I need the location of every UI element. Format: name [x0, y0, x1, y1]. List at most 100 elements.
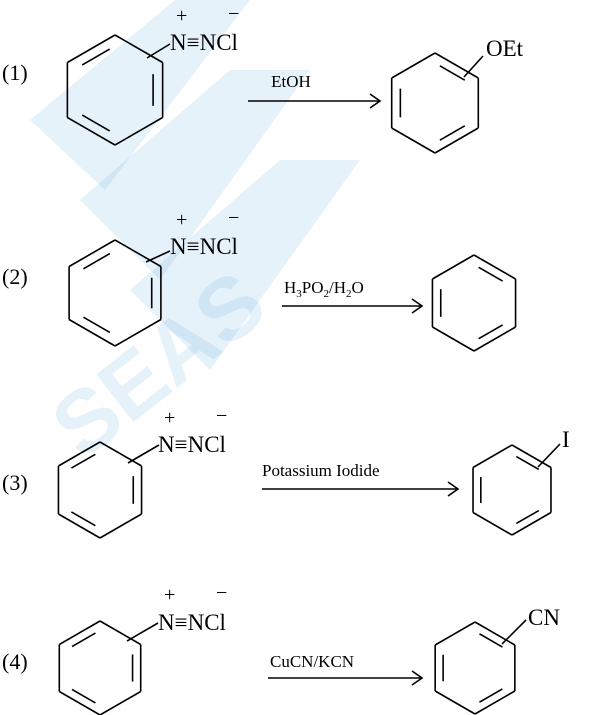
arrow-head [447, 481, 460, 497]
ring-bond [474, 621, 516, 646]
ring-bond [434, 127, 479, 154]
reagent-label: CuCN/KCN [270, 652, 354, 671]
product-substituent: I [562, 427, 570, 452]
ring-bond [434, 621, 476, 646]
plus-charge: + [176, 209, 187, 231]
ring-double-bond [71, 453, 96, 469]
product-benzene-ring [472, 444, 552, 536]
ring-bond [473, 254, 516, 280]
ring-bond [114, 34, 164, 64]
ring-bond [68, 318, 116, 347]
reaction-label: (4) [2, 649, 28, 674]
reaction-1: (1) + − N≡NCl EtOH OEt [2, 3, 524, 154]
ring-double-bond [81, 48, 111, 66]
ring-bond [114, 239, 162, 268]
ring-double-bond [439, 65, 466, 81]
ring-bond [434, 690, 476, 715]
reaction-arrow [268, 670, 424, 686]
ring-bond [99, 513, 142, 539]
ring-double-bond [71, 632, 96, 648]
reactant-benzene-ring [57, 441, 143, 539]
ring-bond [99, 690, 142, 715]
reaction-arrow [262, 481, 460, 497]
reaction-label: (1) [2, 60, 28, 85]
ring-bond [391, 127, 436, 154]
ring-bond [99, 441, 142, 467]
diazonium-group: N≡NCl [170, 234, 238, 259]
reaction-4: (4) + − N≡NCl CuCN/KCN CN [2, 582, 560, 715]
ring-double-bond [515, 455, 540, 471]
ring-bond [391, 52, 436, 79]
reagent-label: H3PO2/H2O [284, 278, 364, 300]
ring-bond [432, 254, 475, 280]
ring-bond [66, 34, 116, 64]
product-benzene-ring [434, 621, 516, 715]
ring-double-bond [83, 252, 111, 270]
ring-bond [58, 690, 101, 715]
diazonium-group: N≡NCl [170, 30, 238, 55]
ring-bond [511, 444, 552, 469]
ring-bond [114, 116, 164, 146]
ring-double-bond [479, 688, 503, 703]
product-substituent: OEt [486, 36, 524, 61]
reaction-label: (2) [2, 264, 28, 289]
reaction-label: (3) [2, 470, 28, 495]
ring-double-bond [478, 324, 503, 340]
minus-charge: − [228, 207, 239, 229]
plus-charge: + [176, 5, 187, 27]
ring-double-bond [478, 266, 503, 282]
ring-double-bond [83, 316, 111, 334]
ring-bond [99, 620, 142, 646]
reactant-benzene-ring [68, 239, 162, 347]
arrow-head [369, 93, 382, 109]
diazonium-group: N≡NCl [158, 610, 226, 635]
arrow-head [411, 298, 424, 314]
c-o-bond [463, 55, 484, 78]
ring-bond [473, 326, 516, 352]
ring-bond [434, 52, 479, 79]
ring-bond [511, 511, 552, 536]
ring-bond [58, 620, 101, 646]
ring-bond [58, 441, 101, 467]
minus-charge: − [216, 582, 227, 604]
reaction-2: (2) + − N≡NCl H3PO2/H2O [2, 207, 517, 352]
ring-bond [472, 511, 513, 536]
ring-bond [474, 690, 516, 715]
ring-double-bond [439, 125, 466, 141]
product-benzene-ring [390, 52, 480, 154]
ring-bond [58, 513, 101, 539]
minus-charge: − [216, 405, 227, 427]
product-benzene-ring [431, 254, 517, 352]
c-c-bond [501, 619, 527, 645]
c-n-bond [126, 622, 159, 642]
ring-bond [432, 326, 475, 352]
plus-charge: + [164, 584, 175, 606]
ring-double-bond [479, 633, 503, 648]
reaction-arrow [282, 298, 424, 314]
reactant-benzene-ring [66, 34, 164, 146]
product-substituent: CN [528, 605, 560, 630]
reaction-arrow [248, 93, 382, 109]
c-n-bond [127, 444, 160, 464]
ring-bond [66, 116, 116, 146]
plus-charge: + [164, 407, 175, 429]
c-n-bond [145, 250, 171, 263]
ring-double-bond [81, 114, 111, 132]
c-i-bond [537, 443, 561, 468]
c-n-bond [146, 43, 171, 59]
reagent-label: EtOH [271, 72, 311, 91]
arrow-head [411, 670, 424, 686]
minus-charge: − [228, 3, 239, 25]
reactant-benzene-ring [58, 620, 142, 715]
ring-bond [472, 444, 513, 469]
reaction-3: (3) + − N≡NCl Potassium Iodide I [2, 405, 570, 539]
ring-double-bond [71, 511, 96, 527]
diazonium-group: N≡NCl [158, 432, 226, 457]
ring-bond [114, 318, 162, 347]
ring-bond [68, 239, 116, 268]
reagent-label: Potassium Iodide [262, 461, 380, 480]
ring-double-bond [71, 688, 96, 704]
ring-double-bond [515, 509, 540, 525]
